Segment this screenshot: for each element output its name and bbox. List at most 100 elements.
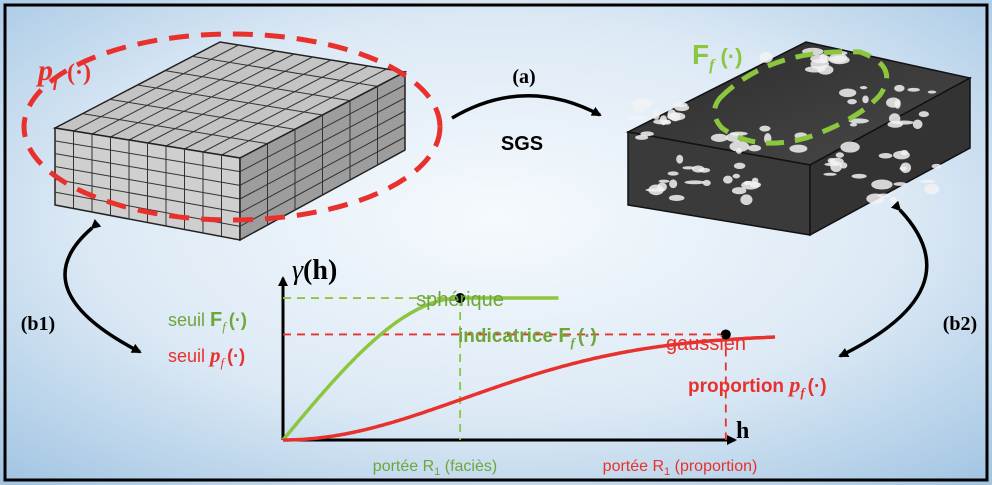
facies-patch: [749, 181, 762, 188]
facies-patch: [871, 179, 893, 190]
facies-patch: [931, 163, 942, 169]
facies-patch: [839, 162, 848, 169]
facies-white-patches: [627, 47, 942, 205]
front-grid-line: [54, 166, 241, 200]
facies-patch: [667, 171, 679, 176]
sill-green-main: F: [210, 309, 222, 331]
range-green-sub: 1: [434, 466, 440, 478]
facies-patch: [676, 154, 684, 164]
top-arrow-label-sgs: SGS: [501, 133, 543, 155]
facies-patch: [789, 144, 808, 153]
facies-patch: [848, 118, 869, 124]
sill-red-sub: f: [221, 355, 227, 370]
right-block-label: Ff(·): [692, 39, 742, 74]
facies-patch: [927, 90, 937, 94]
facies-patch: [894, 84, 905, 92]
spherical-model-label: sphérique: [416, 289, 504, 311]
facies-patch: [627, 115, 649, 121]
facies-patch: [851, 173, 867, 179]
top-grid-line: [192, 55, 378, 87]
sill-red-label: seuil pf(·): [168, 343, 245, 370]
sill-green-prefix: seuil: [168, 310, 210, 330]
top-arrow-a: [451, 94, 602, 120]
variogram-curves: [281, 293, 776, 442]
sill-green-label: seuil Ff(·): [168, 309, 247, 334]
sill-green-sub: f: [222, 319, 228, 334]
left-block-side-gridlines: [239, 84, 406, 227]
facies-patch: [632, 108, 646, 112]
facies-patch: [702, 179, 711, 187]
facies-patch: [667, 112, 686, 121]
y-axis-label: γ(h): [292, 255, 337, 286]
side-grid-line: [239, 136, 406, 227]
left-curved-arrow-b1: [63, 218, 142, 354]
right-green-dashed-outline: [712, 49, 890, 146]
left-block-top-gridlines: [73, 44, 387, 156]
facies-patch: [893, 182, 908, 186]
indicator-annotation: indicatrice Ff(·): [458, 325, 597, 350]
top-grid-line: [164, 70, 351, 102]
facies-patch: [912, 119, 923, 130]
frame-border: [3, 3, 989, 482]
proportion-annotation-name: proportion: [688, 376, 789, 397]
side-grid-line: [239, 84, 406, 173]
range-red-pre: portée R: [603, 458, 664, 475]
proportion-annotation: proportion pf(·): [688, 372, 827, 400]
proportion-annotation-sub: f: [800, 385, 806, 400]
facies-patch: [682, 166, 695, 170]
right-arrow-label-b2: (b2): [943, 313, 977, 335]
facies-patch: [723, 175, 733, 184]
facies-patch: [731, 187, 747, 195]
side-grid-line: [239, 97, 406, 186]
facies-patch: [674, 104, 690, 112]
front-grid-line: [54, 140, 241, 173]
facies-patch: [817, 64, 834, 75]
facies-patch: [907, 87, 920, 92]
x-axis-label: h: [736, 418, 749, 444]
facies-patch: [759, 51, 773, 63]
y-axis-label-arg: (h): [303, 255, 337, 286]
facies-patch: [648, 184, 664, 196]
proportion-annotation-arg: (·): [808, 376, 827, 397]
facies-patch: [733, 162, 746, 170]
range-point-gaussian: [720, 329, 731, 340]
indicator-annotation-name: indicatrice: [458, 326, 558, 347]
sill-red-arg: (·): [227, 346, 245, 366]
range-green-pre: portée R: [373, 458, 434, 475]
indicator-annotation-sub: f: [571, 335, 577, 350]
top-grid-line: [82, 113, 268, 145]
right-label-sub: f: [709, 57, 716, 74]
facies-patch: [635, 135, 649, 140]
left-block-front-gridlines: [54, 131, 241, 237]
facies-patch: [924, 183, 940, 195]
facies-patch: [886, 97, 901, 108]
proportion-annotation-main: p: [787, 372, 800, 397]
variogram-curve-spherical: [281, 296, 559, 442]
facies-patch: [810, 54, 831, 64]
facies-patch: [840, 141, 860, 153]
facies-patch: [835, 152, 844, 158]
variogram-chart: γ(h) h seuil Ff(·) seuil pf(·) sphérique…: [168, 255, 827, 478]
facies-patch: [668, 194, 685, 202]
facies-patch: [735, 148, 743, 154]
facies-patch: [740, 194, 753, 205]
sill-range-guides: [283, 297, 727, 440]
facies-patch: [847, 98, 857, 105]
sill-red-main: p: [208, 343, 221, 367]
sill-red-prefix: seuil: [168, 346, 210, 366]
facies-patch: [859, 86, 868, 90]
left-label-main: p: [35, 54, 53, 87]
facies-patch: [759, 125, 771, 132]
facies-patch: [839, 88, 857, 98]
facies-patch: [862, 95, 869, 104]
side-grid-line: [239, 123, 406, 214]
facies-patch: [729, 141, 750, 152]
right-label-arg: (·): [720, 44, 742, 69]
sill-green-arg: (·): [229, 310, 247, 330]
facies-patch: [829, 157, 844, 166]
gaussian-model-label: gaussien: [666, 333, 746, 355]
range-red-sub: 1: [664, 466, 670, 478]
right-label-main: F: [692, 39, 709, 70]
facies-patch: [878, 153, 893, 159]
left-block-label: pf(·): [35, 54, 91, 90]
